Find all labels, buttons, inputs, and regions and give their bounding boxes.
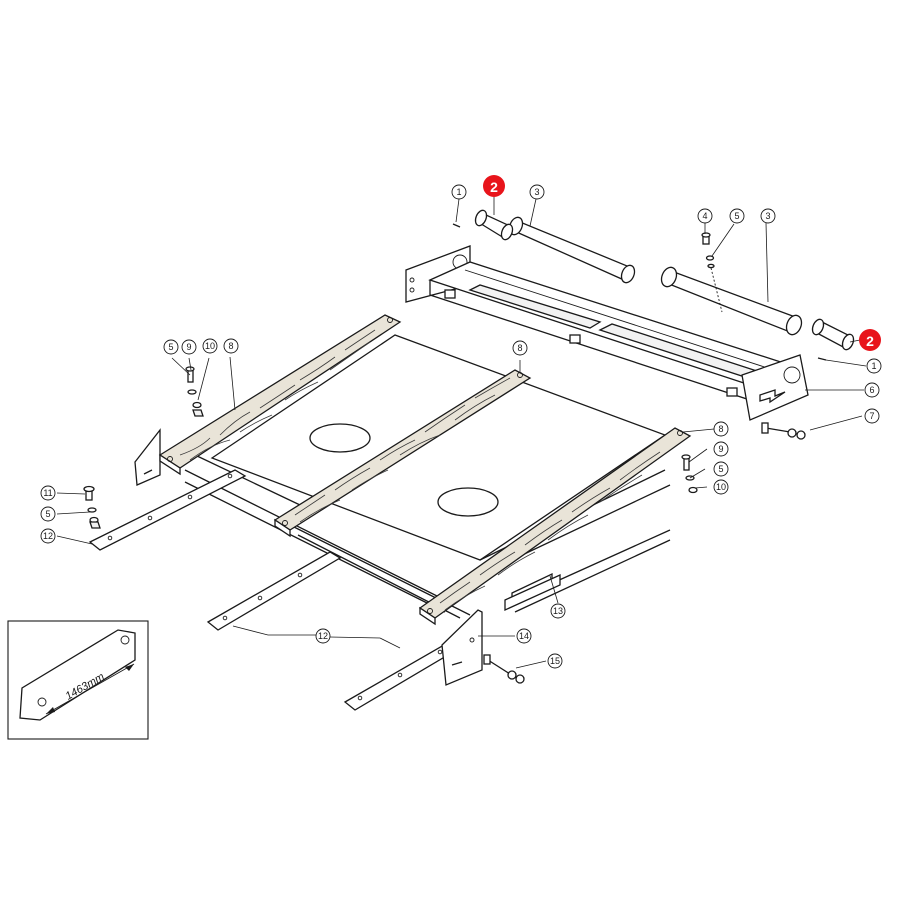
bolt-set-right <box>681 454 698 494</box>
callout-label: 14 <box>519 631 529 641</box>
callout-label: 10 <box>205 341 215 351</box>
bolt-right <box>761 422 806 440</box>
callout-label: 12 <box>318 631 328 641</box>
callout-label: 8 <box>718 424 723 434</box>
callout-11-left: 11 <box>40 485 56 501</box>
callout-8-middle: 8 <box>512 340 528 356</box>
callout-7-right: 7 <box>864 408 880 424</box>
callout-label: 7 <box>869 411 874 421</box>
sleeve-left <box>474 209 514 241</box>
screw-washer-top <box>701 232 723 313</box>
front-bracket <box>441 609 483 686</box>
callout-label: 4 <box>702 211 707 221</box>
callout-9-right: 9 <box>713 441 729 457</box>
bolt-front <box>483 654 525 684</box>
main-frame <box>184 334 671 619</box>
callout-label: 8 <box>517 343 522 353</box>
callout-2-top-left-highlight: 2 <box>483 175 505 197</box>
callout-label: 1 <box>456 187 461 197</box>
callout-label: 2 <box>490 179 498 195</box>
callout-5-left-lower: 5 <box>40 506 56 522</box>
callout-3-top-right: 3 <box>760 208 776 224</box>
callout-1-top-left: 1 <box>451 184 467 200</box>
callout-6-right: 6 <box>864 382 880 398</box>
callout-label: 15 <box>550 656 560 666</box>
callout-label: 12 <box>43 531 53 541</box>
callout-label: 6 <box>869 385 874 395</box>
leader-lines <box>56 197 867 669</box>
callout-12-bottom: 12 <box>315 628 331 644</box>
callout-13: 13 <box>550 603 566 619</box>
wood-beam-3 <box>418 427 692 626</box>
callout-14: 14 <box>516 628 532 644</box>
callout-9-left-top: 9 <box>181 339 197 355</box>
callout-label: 8 <box>228 341 233 351</box>
flat-bar-mid <box>206 551 342 631</box>
callout-1-right: 1 <box>866 358 882 374</box>
callout-3-top-left: 3 <box>529 184 545 200</box>
callout-5-left-top: 5 <box>163 339 179 355</box>
callout-label: 3 <box>534 187 539 197</box>
callout-label: 5 <box>718 464 723 474</box>
callout-label: 3 <box>765 211 770 221</box>
callout-label: 13 <box>553 606 563 616</box>
wood-beam-2 <box>273 369 532 538</box>
inset-detail: 1463mm <box>7 620 149 740</box>
rear-cross-beam <box>405 245 809 421</box>
callout-12-left: 12 <box>40 528 56 544</box>
wood-beam-1 <box>158 314 402 476</box>
callouts: 1 2 3 4 5 3 2 1 <box>40 175 882 669</box>
callout-label: 5 <box>734 211 739 221</box>
callout-label: 1 <box>871 361 876 371</box>
flat-bar-left <box>88 469 247 551</box>
callout-2-right-highlight: 2 <box>859 329 881 351</box>
callout-label: 5 <box>45 509 50 519</box>
callout-label: 9 <box>718 444 723 454</box>
callout-15: 15 <box>547 653 563 669</box>
bolt-set-far-left <box>83 485 101 529</box>
callout-10-right: 10 <box>713 479 729 495</box>
sleeve-right <box>811 318 855 351</box>
tube-right <box>660 266 803 336</box>
callout-8-right: 8 <box>713 421 729 437</box>
callout-10-left-top: 10 <box>202 338 218 354</box>
left-bracket <box>134 428 161 486</box>
callout-5-right-lower: 5 <box>713 461 729 477</box>
angle-rail <box>504 573 561 612</box>
callout-label: 2 <box>866 333 874 349</box>
pin-right <box>817 357 827 361</box>
bolt-set-left <box>185 366 204 417</box>
callout-label: 11 <box>43 488 52 498</box>
callout-5-top-right: 5 <box>729 208 745 224</box>
tube-left <box>508 216 636 284</box>
pin-left <box>452 223 461 228</box>
callout-8-left: 8 <box>223 338 239 354</box>
callout-label: 10 <box>716 482 726 492</box>
callout-4-top-right: 4 <box>697 208 713 224</box>
callout-label: 9 <box>186 342 191 352</box>
callout-label: 5 <box>168 342 173 352</box>
